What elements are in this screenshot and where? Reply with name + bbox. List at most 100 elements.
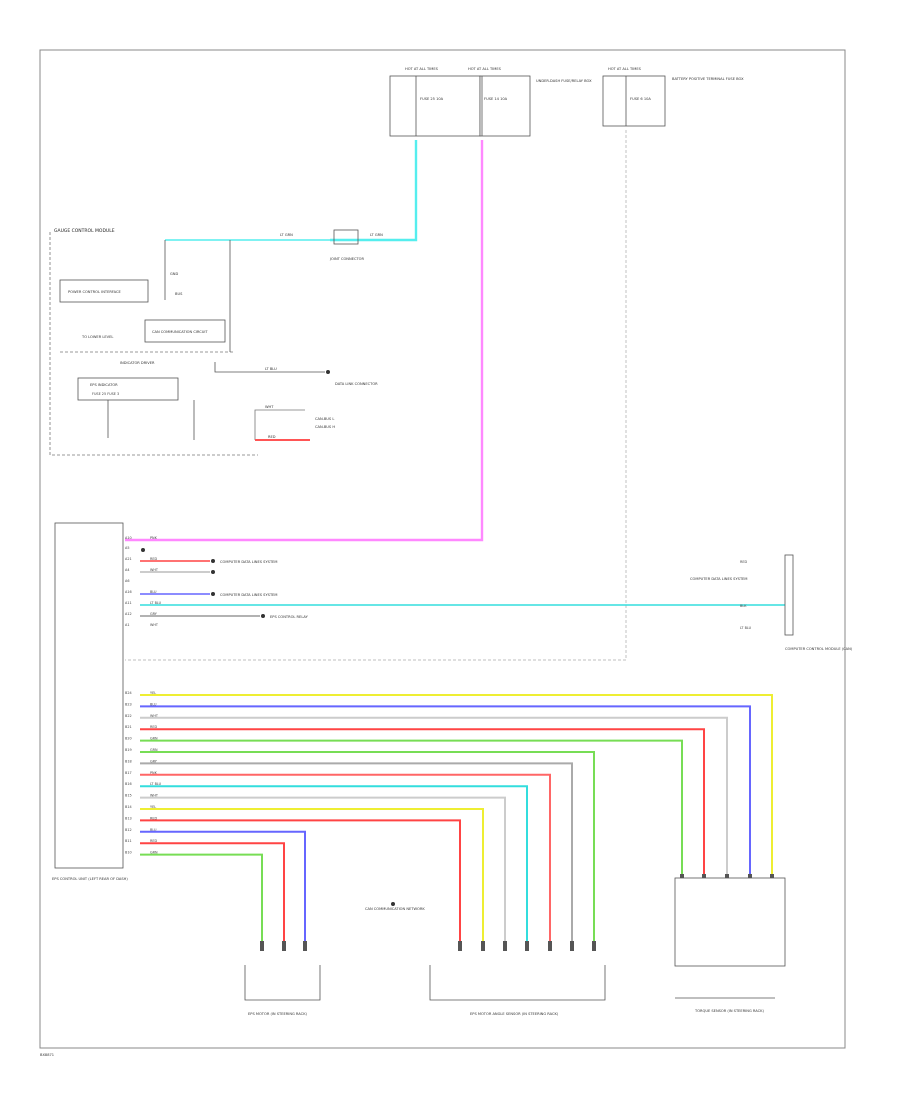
cluster-out-dlc-wire: [214, 362, 325, 373]
fuse-box-3: HOT AT ALL TIMES FUSE 6 10A BATTERY POSI…: [602, 67, 744, 127]
eps-upper-target-5: COMPUTER DATA LINES SYSTEM: [220, 593, 278, 597]
eps-lower-pin-8: B16: [125, 782, 132, 786]
eps-upper-wire-0: PNK: [150, 536, 158, 540]
joint-connector: JOINT CONNECTOR LT GRN LT GRN: [165, 229, 383, 261]
eps-upper-pin-7: A12: [125, 612, 132, 616]
eps-upper-wire-2: RED: [150, 557, 157, 561]
eps-indicator-box: [77, 377, 179, 401]
eps-lower-pin-5: B19: [125, 748, 132, 752]
torque-sensor-label: TORQUE SENSOR (IN STEERING RACK): [694, 1009, 764, 1013]
cluster-out-canl-color: RED: [268, 435, 276, 439]
cluster-out-canl-text: CAN-BUS L: [315, 417, 334, 421]
eps-lower-wire-7: PNK: [150, 771, 158, 775]
eps-upper-wire-8: WHT: [150, 623, 159, 627]
power-control-label: POWER CONTROL INTERFACE: [68, 290, 122, 294]
wire-pink-feed: [125, 140, 484, 542]
eps-lower-wire-5: GRN: [150, 748, 158, 752]
eps-lower-pin-7: B17: [125, 771, 132, 775]
joint-connector-label: JOINT CONNECTOR: [329, 257, 364, 261]
eps-unit-label: EPS CONTROL UNIT (LEFT REAR OF DASH): [52, 877, 128, 881]
eps-lower-term-9: [503, 941, 507, 951]
eps-upper-wire-5: BLU: [150, 590, 157, 594]
indicator-driver-label: INDICATOR DRIVER: [120, 361, 155, 365]
eps-indicator-label: EPS INDICATOR: [90, 383, 118, 387]
eps-lower-wire-8: LT BLU: [150, 782, 162, 786]
eps-lower-line-0: [140, 694, 773, 878]
cluster-out-dlc-color: LT BLU: [265, 367, 277, 371]
right-pin-2: BLK: [740, 604, 747, 608]
fuse-2-header: HOT AT ALL TIMES: [468, 67, 502, 71]
eps-lower-wire-14: GRN: [150, 851, 158, 855]
torque-sensor: TORQUE SENSOR (IN STEERING RACK): [674, 877, 786, 1013]
wire-white-feed: [125, 130, 627, 661]
cluster-out-canh-wire: [254, 409, 305, 440]
cluster-out-canh-text: CAN-BUS H: [315, 425, 335, 429]
fuse-box-1: HOT AT ALL TIMES FUSE 25 10A: [389, 67, 481, 137]
wire-ltgrn-feed: [330, 140, 418, 242]
eps-lower-pin-3: B21: [125, 725, 132, 729]
eps-upper-pin-5: A16: [125, 590, 132, 594]
eps-lower-line-2: [140, 716, 728, 878]
can-circuit-label: CAN COMMUNICATION CIRCUIT: [152, 330, 208, 334]
eps-lower-wire-3: RED: [150, 725, 157, 729]
eps-lower-line-11: [140, 819, 461, 945]
eps-lower-line-3: [140, 728, 705, 878]
eps-angle-sensor-outline: [429, 965, 606, 1001]
eps-upper-pin-6: A11: [125, 601, 132, 605]
cluster-side-gnd: GND: [170, 272, 178, 276]
eps-lower-pin-4: B20: [125, 737, 132, 741]
cluster-outputs: LT BLU DATA LINK CONNECTOR RED WHT CAN-B…: [214, 362, 378, 441]
eps-lower-pin-11: B13: [125, 816, 132, 820]
eps-lower-line-13: [140, 842, 285, 945]
can-network-node: CAN COMMUNICATION NETWORK: [365, 902, 425, 911]
eps-lower-pin-14: B10: [125, 851, 132, 855]
eps-upper-term-1: [141, 548, 145, 552]
fuse-3-label: FUSE 6 10A: [630, 97, 651, 101]
eps-upper-pin-3: A4: [125, 568, 129, 572]
eps-lower-line-1: [140, 705, 751, 878]
eps-lower-term-10: [481, 941, 485, 951]
eps-upper-term-5: [211, 592, 215, 596]
fuse-box-2-outline: [479, 75, 531, 137]
eps-lower-line-4: [140, 739, 683, 878]
right-connector-box: [784, 554, 794, 636]
underhood-box-label: UNDER-DASH FUSE/RELAY BOX: [536, 79, 592, 83]
eps-lower-line-14: [140, 853, 263, 945]
gauge-control-module: GAUGE CONTROL MODULE POWER CONTROL INTER…: [49, 228, 258, 456]
cluster-out-dlc-text: DATA LINK CONNECTOR: [335, 382, 378, 386]
eps-angle-sensor-label: EPS MOTOR ANGLE SENSOR (IN STEERING RACK…: [470, 1012, 559, 1016]
eps-control-unit-box: [54, 522, 124, 869]
can-network-label: CAN COMMUNICATION NETWORK: [365, 907, 425, 911]
eps-lower-wire-1: BLU: [150, 702, 157, 706]
eps-lower-wire-10: YEL: [150, 805, 156, 809]
can-network-term: [391, 902, 395, 906]
right-connector-title: COMPUTER CONTROL MODULE (CAN): [785, 647, 853, 651]
eps-lower-pin-2: B22: [125, 714, 132, 718]
diagram-frame: [39, 49, 846, 1049]
cluster-side-label: BUS: [175, 292, 183, 296]
eps-lower-wire-9: WHT: [150, 794, 159, 798]
eps-lower-term-5: [592, 941, 596, 951]
eps-motor-outline: [244, 965, 321, 1001]
eps-lower-pin-1: B23: [125, 702, 132, 706]
eps-upper-target-2: COMPUTER DATA LINES SYSTEM: [220, 560, 278, 564]
eps-right-connector: COMPUTER DATA LINES SYSTEM COMPUTER CONT…: [690, 554, 853, 651]
cluster-out-dlc-term: [326, 370, 330, 374]
right-pin-1: RED: [740, 560, 747, 564]
eps-lower-term-6: [570, 941, 574, 951]
eps-lower-pin-0: B24: [125, 691, 132, 695]
eps-lower-wire-13: RED: [150, 839, 157, 843]
eps-upper-wire-7: GRY: [150, 612, 158, 616]
eps-lower-pin-6: B18: [125, 759, 132, 763]
eps-lower-line-7: [140, 773, 551, 945]
eps-upper-target-7: EPS CONTROL RELAY: [270, 615, 309, 619]
eps-lower-line-5: [140, 751, 595, 945]
eps-lower-wire-12: BLU: [150, 828, 157, 832]
gauge-module-title: GAUGE CONTROL MODULE: [54, 228, 115, 234]
eps-upper-pin-4: A6: [125, 579, 129, 583]
junction-wire-left: LT GRN: [280, 233, 293, 237]
eps-lower-term-12: [303, 941, 307, 951]
eps-lower-pin-13: B11: [125, 839, 132, 843]
